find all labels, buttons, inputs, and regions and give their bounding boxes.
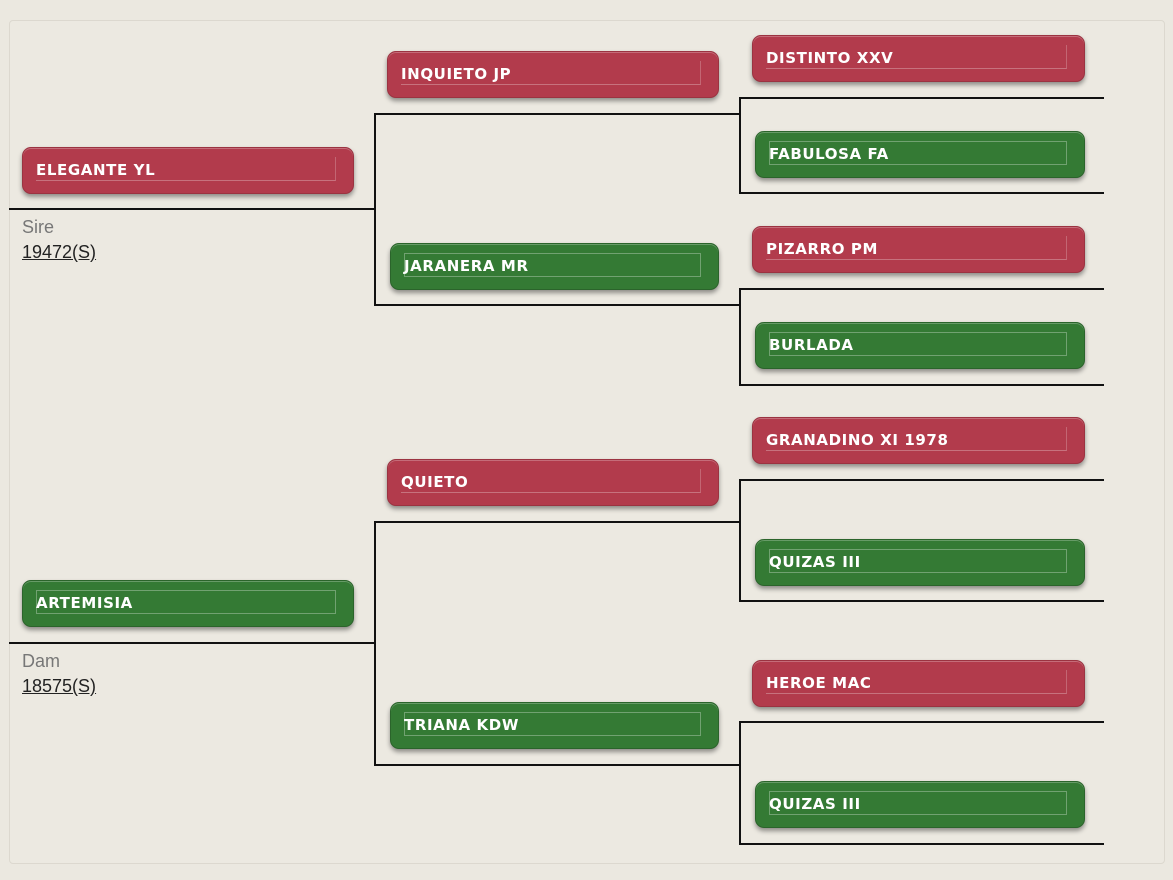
great-grandparent-1-button[interactable]: DISTINTO XXV (752, 35, 1085, 82)
dam-bracket-bottom (374, 764, 741, 766)
dam-bracket-top (374, 521, 741, 523)
sire-role-label: Sire (22, 217, 55, 237)
sire-registration-link[interactable]: 19472(S) (22, 242, 97, 262)
g3-bracket-4-bottom (739, 843, 1104, 845)
sire-dam-button[interactable]: JARANERA MR (390, 243, 719, 290)
dam-bracket-vertical (374, 521, 376, 766)
great-grandparent-2-button[interactable]: FABULOSA FA (755, 131, 1085, 178)
sire-bracket-vertical (374, 113, 376, 306)
g3-bracket-2-vertical (739, 288, 741, 386)
g3-bracket-1-top (739, 97, 1104, 99)
sire-name-button[interactable]: ELEGANTE YL (22, 147, 354, 194)
sire-bracket-bottom (374, 304, 741, 306)
g3-bracket-1-vertical (739, 97, 741, 194)
g3-bracket-4-vertical (739, 721, 741, 845)
great-grandparent-4-button[interactable]: BURLADA (755, 322, 1085, 369)
dam-registration-link[interactable]: 18575(S) (22, 676, 97, 696)
dam-connector (9, 642, 376, 644)
g3-bracket-1-bottom (739, 192, 1104, 194)
great-grandparent-6-button[interactable]: QUIZAS III (755, 539, 1085, 586)
dam-dam-button[interactable]: TRIANA KDW (390, 702, 719, 749)
g3-bracket-2-top (739, 288, 1104, 290)
great-grandparent-8-button[interactable]: QUIZAS III (755, 781, 1085, 828)
dam-name-button[interactable]: ARTEMISIA (22, 580, 354, 627)
g3-bracket-3-vertical (739, 479, 741, 602)
great-grandparent-5-button[interactable]: GRANADINO XI 1978 (752, 417, 1085, 464)
sire-sire-button[interactable]: INQUIETO JP (387, 51, 719, 98)
g3-bracket-3-top (739, 479, 1104, 481)
great-grandparent-7-button[interactable]: HEROE MAC (752, 660, 1085, 707)
dam-sire-button[interactable]: QUIETO (387, 459, 719, 506)
sire-bracket-top (374, 113, 741, 115)
great-grandparent-3-button[interactable]: PIZARRO PM (752, 226, 1085, 273)
g3-bracket-4-top (739, 721, 1104, 723)
g3-bracket-3-bottom (739, 600, 1104, 602)
dam-role-label: Dam (22, 651, 61, 671)
sire-connector (9, 208, 376, 210)
g3-bracket-2-bottom (739, 384, 1104, 386)
